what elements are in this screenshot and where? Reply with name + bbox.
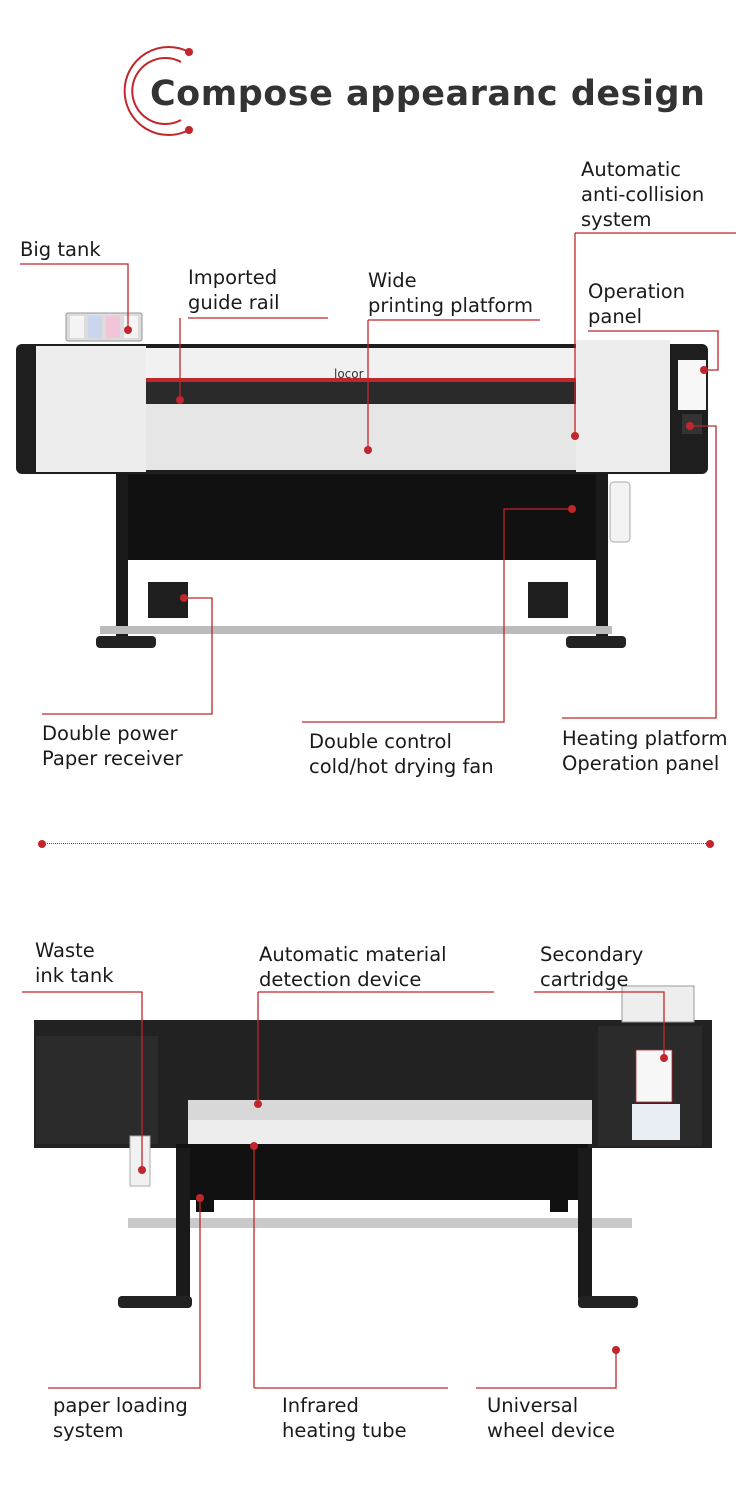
label-line: Operation	[588, 280, 686, 303]
label-paper-loading: paper loading system	[53, 1393, 188, 1443]
label-line: anti-collision	[581, 183, 705, 206]
label-drying-fan: Double control cold/hot drying fan	[309, 729, 494, 779]
label-line: Double power	[42, 722, 178, 745]
printer-back-illustration	[34, 985, 712, 1308]
label-line: Infrared	[282, 1394, 359, 1417]
label-line: guide rail	[188, 291, 280, 314]
label-line: wheel device	[487, 1419, 615, 1442]
label-material-detection: Automatic material detection device	[259, 942, 447, 992]
label-paper-receiver: Double power Paper receiver	[42, 721, 183, 771]
label-line: heating tube	[282, 1419, 407, 1442]
label-line: Automatic material	[259, 943, 447, 966]
label-line: system	[53, 1419, 124, 1442]
label-line: Universal	[487, 1394, 579, 1417]
label-line: detection device	[259, 968, 422, 991]
label-line: panel	[588, 305, 643, 328]
label-guide-rail: Imported guide rail	[188, 265, 280, 315]
label-secondary-cartridge: Secondary cartridge	[540, 942, 643, 992]
printer-front-illustration	[16, 312, 708, 648]
label-line: printing platform	[368, 294, 534, 317]
label-line: Operation panel	[562, 752, 720, 775]
label-line: Secondary	[540, 943, 644, 966]
label-line: Double control	[309, 730, 452, 753]
label-line: Big tank	[20, 238, 101, 261]
bottom-leader-lines	[22, 991, 665, 1389]
label-operation-panel: Operation panel	[588, 279, 685, 329]
label-big-tank: Big tank	[20, 237, 101, 262]
label-waste-ink: Waste ink tank	[35, 938, 114, 988]
page-title: Compose appearanc design	[150, 74, 706, 114]
label-line: Automatic	[581, 158, 682, 181]
top-leader-lines	[20, 232, 736, 723]
header-arc-icon	[123, 46, 190, 136]
label-line: cold/hot drying fan	[309, 755, 494, 778]
label-line: ink tank	[35, 964, 114, 987]
label-line: Waste	[35, 939, 95, 962]
label-anti-collision: Automatic anti-collision system	[581, 157, 704, 232]
label-line: paper loading	[53, 1394, 188, 1417]
label-line: Heating platform	[562, 727, 728, 750]
machine-brand-logo: locor	[334, 367, 364, 381]
label-line: cartridge	[540, 968, 629, 991]
label-line: system	[581, 208, 652, 231]
label-infrared-tube: Infrared heating tube	[282, 1393, 407, 1443]
label-line: Paper receiver	[42, 747, 183, 770]
label-universal-wheel: Universal wheel device	[487, 1393, 615, 1443]
label-printing-platform: Wide printing platform	[368, 268, 533, 318]
section-divider	[42, 843, 710, 844]
label-heating-panel: Heating platform Operation panel	[562, 726, 727, 776]
label-line: Imported	[188, 266, 278, 289]
label-line: Wide	[368, 269, 417, 292]
